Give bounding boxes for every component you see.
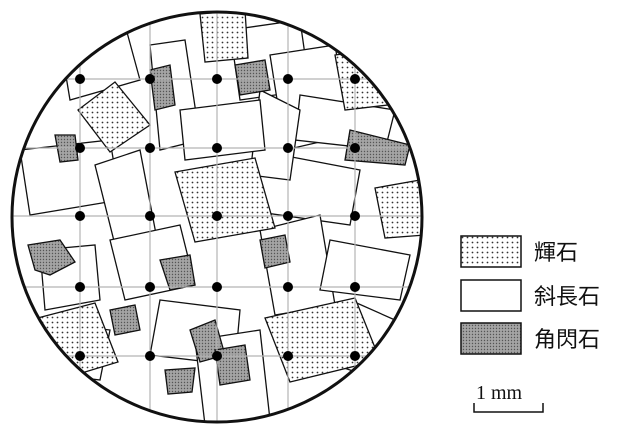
grid-point (212, 74, 222, 84)
legend-swatch-amphibole (461, 323, 521, 354)
grid-point (145, 74, 155, 84)
grid-point (75, 74, 85, 84)
grid-point (283, 211, 293, 221)
grid-point (75, 211, 85, 221)
legend-label-amphibole: 角閃石 (534, 328, 600, 353)
field-of-view (0, 0, 440, 425)
grid-point (212, 282, 222, 292)
grid-point (350, 74, 360, 84)
grid-point (212, 351, 222, 361)
scale-bar-label: 1 mm (476, 382, 523, 404)
grid-point (145, 143, 155, 153)
grid-point (75, 282, 85, 292)
legend-swatch-plagioclase (461, 280, 521, 311)
scale-bar-line (474, 403, 543, 412)
grid-point (283, 74, 293, 84)
grid-point (212, 211, 222, 221)
grid-point (212, 143, 222, 153)
grid-point (145, 351, 155, 361)
grid-point (283, 351, 293, 361)
grid-point (75, 143, 85, 153)
grid-point (283, 282, 293, 292)
grid-point (283, 143, 293, 153)
legend: 輝石 斜長石 角閃石 (461, 236, 600, 354)
legend-item-pyroxene: 輝石 (461, 236, 578, 267)
grid-point (75, 351, 85, 361)
grid-point (350, 351, 360, 361)
grid-point (350, 211, 360, 221)
grid-point (145, 211, 155, 221)
grid-point (350, 282, 360, 292)
grid-point (350, 143, 360, 153)
legend-label-pyroxene: 輝石 (534, 241, 578, 266)
scale-bar: 1 mm (474, 382, 543, 412)
legend-item-plagioclase: 斜長石 (461, 280, 600, 311)
grid-point (145, 282, 155, 292)
legend-label-plagioclase: 斜長石 (534, 285, 600, 310)
legend-swatch-pyroxene (461, 236, 521, 267)
legend-item-amphibole: 角閃石 (461, 323, 600, 354)
